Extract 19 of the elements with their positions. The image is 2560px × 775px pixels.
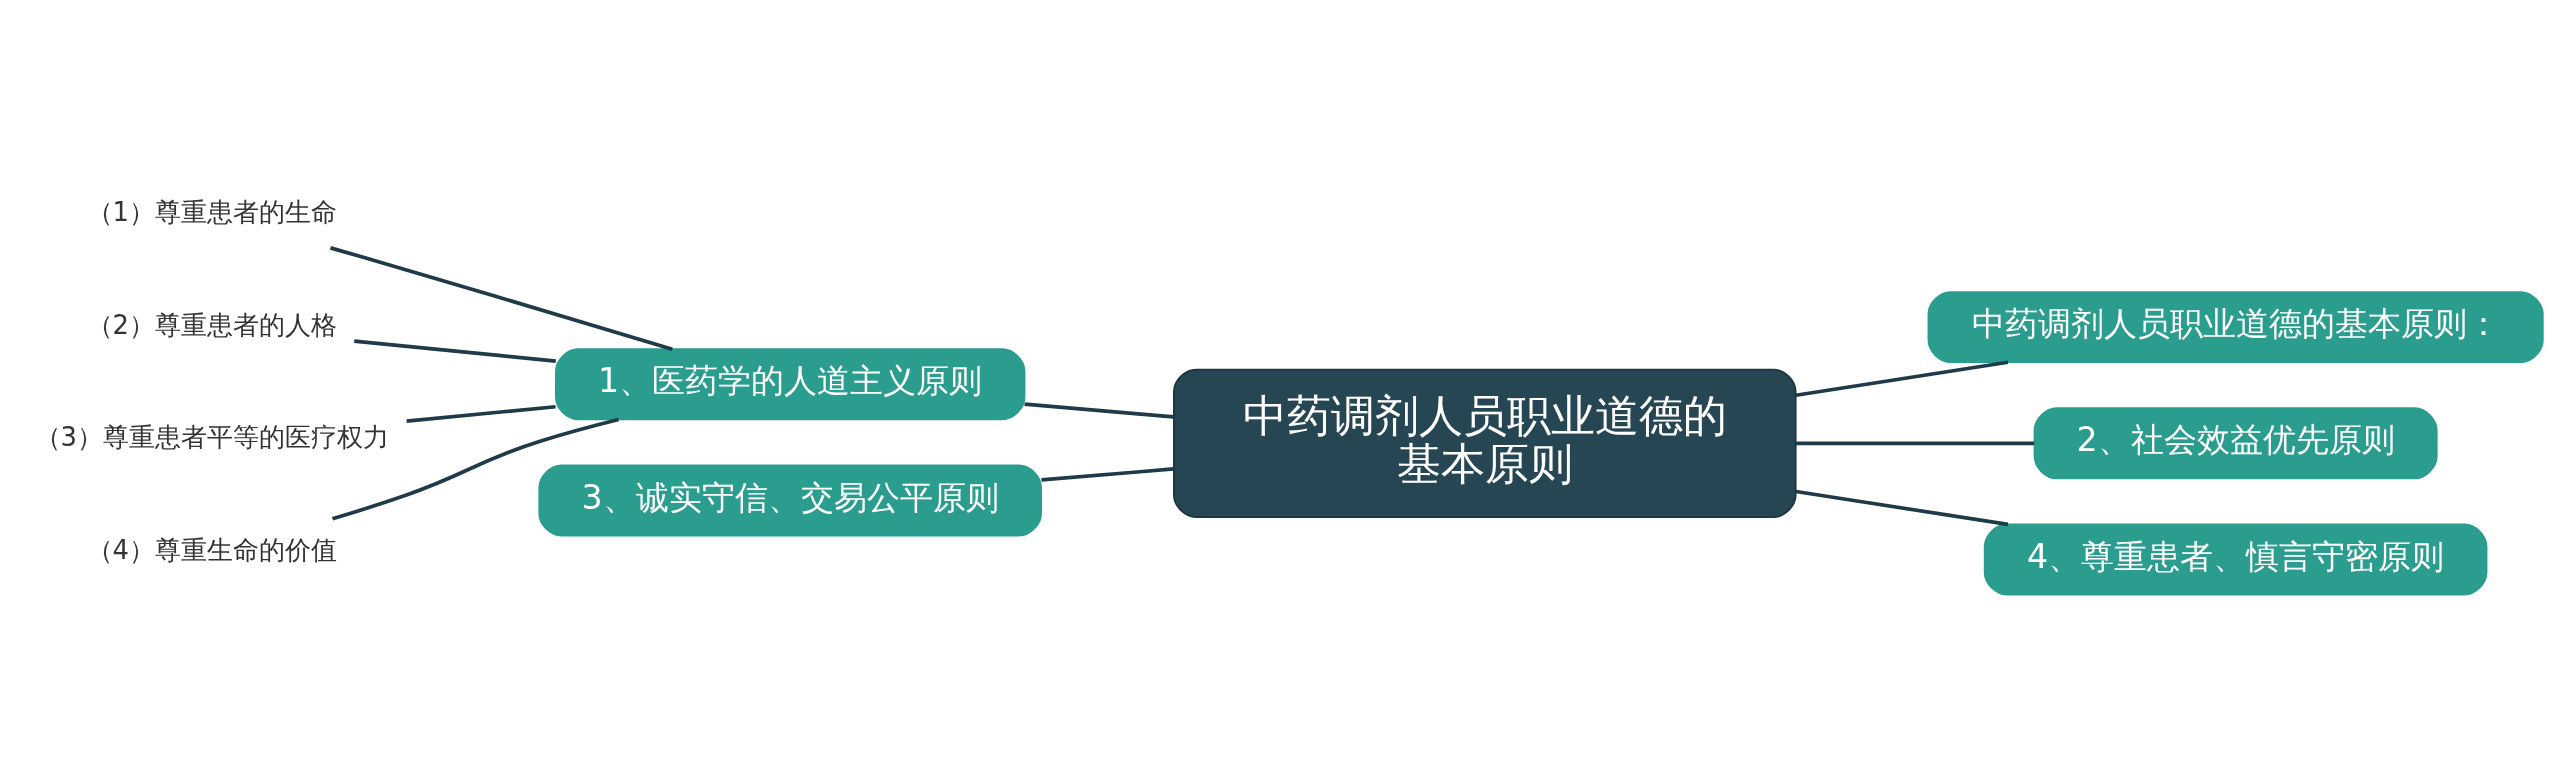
node-box: 3、诚实守信、交易公平原则 <box>538 464 1042 536</box>
connector <box>330 245 673 351</box>
connector <box>1795 489 2009 526</box>
node-text: （1）尊重患者的生命 <box>86 196 338 227</box>
node-box: 中药调剂人员职业道德的基本原则： <box>1927 290 2544 363</box>
connector <box>1041 466 1174 482</box>
node-text: （2）尊重患者的人格 <box>86 309 338 340</box>
connector <box>406 404 556 423</box>
node-box: 2、社会效益优先原则 <box>2033 406 2438 479</box>
connector <box>1024 401 1174 419</box>
node-box: 4、尊重患者、慎言守密原则 <box>1983 523 2488 596</box>
node-text: （4）尊重生命的价值 <box>86 534 338 565</box>
connector <box>1795 441 2035 445</box>
node-text: （3）尊重患者平等的医疗权力 <box>34 421 390 452</box>
connector <box>331 417 620 521</box>
node-box: 1、医药学的人道主义原则 <box>555 347 1026 420</box>
connector <box>354 338 556 363</box>
connector <box>1795 359 2009 397</box>
node-box: 中药调剂人员职业道德的基本原则 <box>1173 368 1797 518</box>
